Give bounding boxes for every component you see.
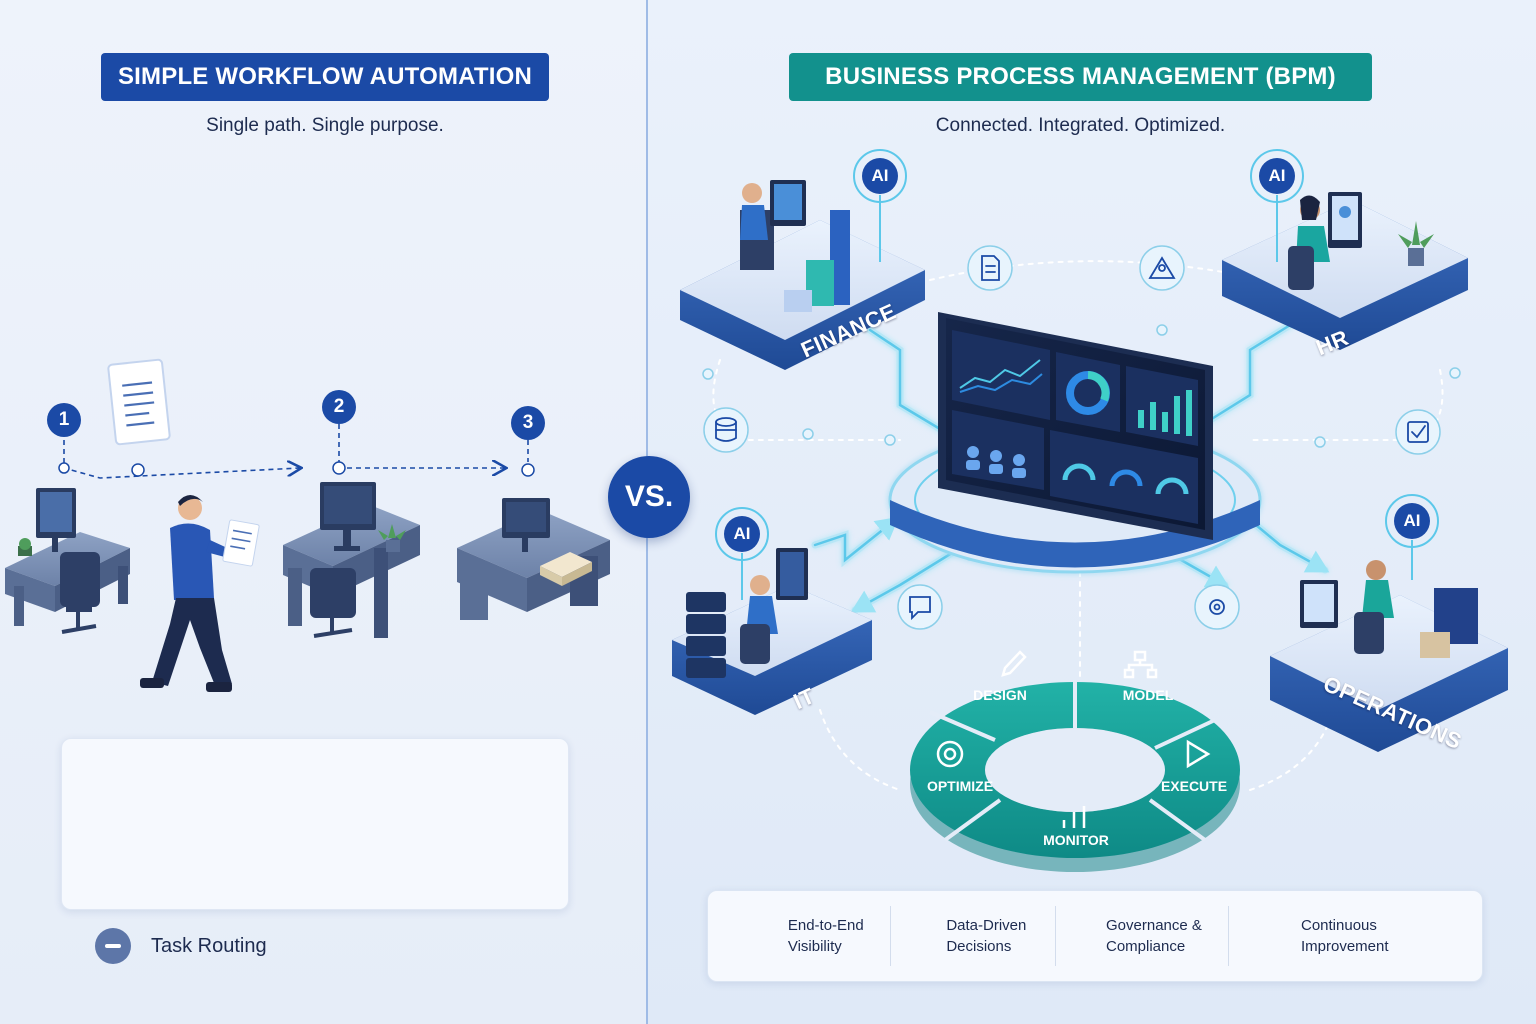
- cycle-design: DESIGN: [973, 687, 1027, 703]
- divider: [1228, 906, 1229, 966]
- step-3-badge: 3: [511, 406, 545, 440]
- task-routing-legend: Task Routing: [95, 928, 267, 964]
- left-title: SIMPLE WORKFLOW AUTOMATION: [101, 53, 549, 101]
- right-subtitle: Connected. Integrated. Optimized.: [935, 115, 1226, 136]
- benefit-decisions: Data-Driven Decisions: [891, 891, 1055, 981]
- task-flow-card: [61, 738, 569, 910]
- operations-platform: [1270, 560, 1508, 752]
- benefit-improvement: Continuous Improvement: [1229, 891, 1479, 981]
- vs-badge: VS.: [608, 456, 690, 538]
- right-title: BUSINESS PROCESS MANAGEMENT (BPM): [789, 53, 1372, 101]
- cycle-execute: EXECUTE: [1160, 778, 1228, 794]
- benefit-visibility: End-to-End Visibility: [708, 891, 890, 981]
- benefit-label: End-to-End Visibility: [787, 917, 864, 955]
- bpm-cycle: [910, 650, 1240, 872]
- step-1-badge: 1: [47, 403, 81, 437]
- divider: [1055, 906, 1056, 966]
- ai-badge-it: AI: [733, 524, 751, 543]
- workstation-2: [283, 482, 420, 638]
- ai-badges: [715, 149, 1439, 600]
- glowing-connectors: [702, 245, 1461, 791]
- cycle-optimize: OPTIMIZE: [926, 778, 994, 794]
- it-platform: [672, 548, 872, 715]
- dashboard-screen: [952, 330, 1198, 524]
- workflow-path: [58, 424, 535, 479]
- left-subtitle: Single path. Single purpose.: [206, 115, 444, 136]
- benefits-bar: End-to-End Visibility Data-Driven Decisi…: [707, 890, 1483, 982]
- divider: [890, 906, 891, 966]
- workstation-3: [457, 498, 610, 620]
- workstation-1: [5, 488, 130, 634]
- ai-badge-hr: AI: [1268, 166, 1286, 185]
- central-hub: [888, 312, 1262, 574]
- finance-platform: [680, 180, 925, 370]
- benefit-label: Governance & Compliance: [1106, 917, 1202, 955]
- cycle-monitor: MONITOR: [1043, 832, 1109, 848]
- minus-icon: [95, 928, 131, 964]
- step-2-badge: 2: [322, 390, 356, 424]
- ai-badge-operations: AI: [1403, 511, 1421, 530]
- task-routing-label: Task Routing: [151, 934, 267, 957]
- benefit-governance: Governance & Compliance: [1056, 891, 1228, 981]
- floating-document-icon: [107, 358, 171, 446]
- cycle-model: MODEL: [1122, 687, 1174, 703]
- benefit-label: Data-Driven Decisions: [946, 917, 1027, 955]
- person-carrying-document: [140, 495, 260, 692]
- ai-badge-finance: AI: [871, 166, 889, 185]
- hr-platform: [1222, 192, 1468, 350]
- benefit-label: Continuous Improvement: [1301, 917, 1389, 955]
